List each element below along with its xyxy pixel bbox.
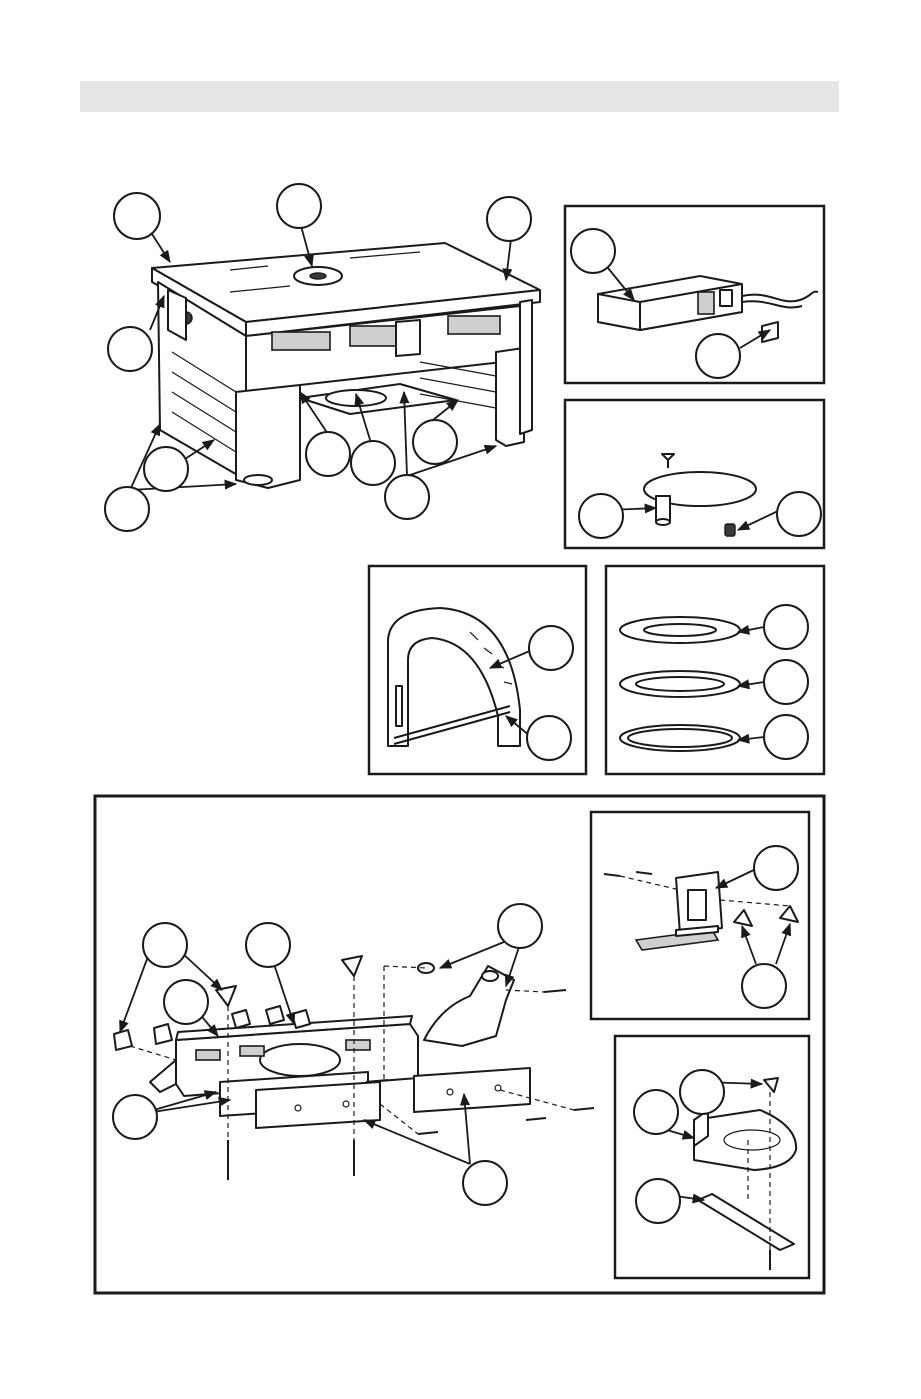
callout-circle [634,1090,678,1134]
callout-circle [754,846,798,890]
callout-circle [105,487,149,531]
callout-circle [527,716,571,760]
insert-rings-illustration [620,617,740,751]
callout-circle [764,605,808,649]
callout-circle [487,197,531,241]
callout-circle [113,1095,157,1139]
miter-gauge-illustration [388,608,520,746]
callout-circle [413,420,457,464]
callout-circle [463,1161,507,1205]
callout-circle [108,327,152,371]
callout-circle [764,715,808,759]
callout-circle [498,904,542,948]
power-switch-box-illustration [598,276,818,342]
callout-circle [277,184,321,228]
callout-circle [529,626,573,670]
callout-circle [351,441,395,485]
callout-circle [636,1179,680,1223]
starter-pin-and-guard-illustration [644,454,756,536]
callout-circle [680,1070,724,1114]
callout-circle [764,660,808,704]
callout-circle [246,923,290,967]
callout-circle [742,964,786,1008]
callout-circle [777,492,821,536]
callout-circle [571,229,615,273]
callout-circle [385,475,429,519]
callout-circle [306,432,350,476]
callout-circle [143,923,187,967]
callout-circle [164,980,208,1024]
callout-circle [696,334,740,378]
callout-circle [114,193,160,239]
callout-circle [579,494,623,538]
callout-circle [144,447,188,491]
